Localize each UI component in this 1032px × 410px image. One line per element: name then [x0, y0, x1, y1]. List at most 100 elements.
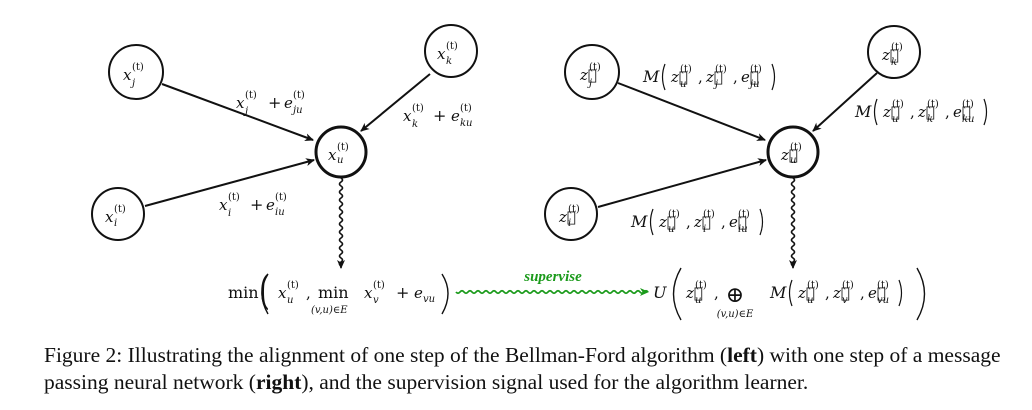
paren-open	[873, 98, 878, 126]
paren-close	[759, 208, 764, 236]
subscript: j	[713, 79, 718, 90]
svg-text:z⃗: z⃗	[558, 208, 576, 226]
svg-text:(v,u)∈E: (v,u)∈E	[717, 309, 754, 320]
supervise-label: supervise	[523, 269, 582, 285]
svg-text:iu: iu	[275, 207, 285, 218]
variable: z⃗	[693, 213, 711, 231]
svg-text:k: k	[412, 119, 418, 130]
edge-i-u-left	[144, 158, 315, 207]
svg-text:(t): (t)	[589, 62, 601, 73]
svg-text:(t): (t)	[287, 280, 299, 291]
variable: e⃗	[729, 213, 747, 231]
paren-close	[771, 63, 776, 91]
svg-text:(t): (t)	[114, 204, 126, 215]
superscript: (t)	[668, 209, 680, 220]
function-name: M	[854, 102, 872, 121]
svg-text:(t): (t)	[245, 90, 257, 101]
svg-text:z⃗: z⃗	[780, 146, 798, 164]
svg-text:x: x	[105, 208, 114, 226]
node-z-u: z⃗ u (t)	[766, 125, 820, 179]
svg-text:x: x	[278, 284, 287, 302]
svg-text:+: +	[433, 106, 446, 125]
edge-j-u-right	[617, 82, 766, 141]
svg-text:j: j	[243, 106, 248, 117]
subscript: u	[892, 114, 898, 125]
svg-text:z⃗: z⃗	[881, 46, 899, 64]
svg-text:x: x	[328, 146, 337, 164]
paren-close-right-outer	[916, 267, 926, 321]
svg-text:,: ,	[714, 284, 719, 302]
figure-caption: Figure 2: Illustrating the alignment of …	[44, 342, 1004, 396]
svg-text:(t): (t)	[293, 90, 305, 101]
svg-text:x: x	[364, 284, 373, 302]
svg-text:e: e	[414, 284, 423, 302]
node-z-k: z⃗ k (t)	[867, 25, 921, 79]
svg-text:,: ,	[306, 284, 311, 302]
superscript: (t)	[927, 99, 939, 110]
svg-text:+: +	[250, 195, 263, 214]
variable: z⃗	[670, 68, 688, 86]
svg-text:(t): (t)	[891, 42, 903, 53]
supervise-squiggle-arrow	[455, 283, 649, 295]
comma: ,	[945, 103, 950, 121]
subscript: u	[807, 295, 813, 306]
svg-text:i: i	[228, 208, 231, 219]
node-z-j: z⃗ j (t)	[564, 44, 620, 100]
svg-text:x: x	[219, 196, 228, 214]
svg-text:(t): (t)	[228, 192, 240, 203]
svg-text:(t): (t)	[446, 41, 458, 52]
svg-text:e: e	[266, 196, 275, 214]
variable: z⃗	[797, 284, 815, 302]
edge-i-u-right	[597, 158, 767, 208]
svg-text:(t): (t)	[132, 62, 144, 73]
svg-text:k: k	[446, 56, 452, 67]
svg-text:e: e	[284, 94, 293, 112]
subscript: u	[680, 79, 686, 90]
variable: e⃗	[741, 68, 759, 86]
subscript: k	[927, 114, 933, 125]
edge-j-u-left	[161, 83, 314, 141]
superscript: (t)	[842, 280, 854, 291]
svg-text:(: (	[259, 268, 270, 314]
variable: z⃗	[882, 103, 900, 121]
svg-text:u: u	[337, 155, 343, 166]
comma: ,	[698, 68, 703, 86]
svg-text:x: x	[437, 45, 446, 63]
superscript: (t)	[703, 209, 715, 220]
svg-text:(t): (t)	[373, 280, 385, 291]
edge-label-i-u-left: x i (t) + e iu (t)	[219, 192, 287, 219]
svg-text:j: j	[587, 78, 592, 89]
subscript: ju	[748, 79, 760, 90]
variable: z⃗	[705, 68, 723, 86]
subscript: vu	[877, 295, 889, 306]
paren-open	[649, 208, 654, 236]
svg-text:u: u	[695, 295, 701, 306]
function-name: M	[630, 212, 648, 231]
superscript: (t)	[892, 99, 904, 110]
svg-text:ku: ku	[460, 118, 473, 129]
svg-text:(t): (t)	[337, 142, 349, 153]
svg-text:vu: vu	[423, 294, 435, 305]
superscript: (t)	[715, 64, 727, 75]
comma: ,	[733, 68, 738, 86]
superscript: (t)	[680, 64, 692, 75]
subscript: iu	[738, 224, 748, 235]
subscript: u	[668, 224, 674, 235]
svg-text:(t): (t)	[275, 192, 287, 203]
left-output-formula: min ( x u (t) , min (v,u)∈E x v (t) + e …	[228, 268, 449, 316]
variable: z⃗	[832, 284, 850, 302]
variable: e⃗	[953, 103, 971, 121]
superscript: (t)	[962, 99, 974, 110]
svg-text:⊕: ⊕	[726, 283, 744, 308]
left-graph: x j (t) x k (t) x u (t) x i (t) x j (t) …	[91, 24, 478, 316]
svg-text:z⃗: z⃗	[579, 66, 597, 84]
svg-text:u: u	[287, 295, 293, 306]
caption-middle: ) with one step of a message passing neu…	[44, 343, 1001, 394]
edge-label-k-u-left: x k (t) + e ku (t)	[403, 103, 473, 130]
comma: ,	[825, 284, 830, 302]
superscript: (t)	[738, 209, 750, 220]
